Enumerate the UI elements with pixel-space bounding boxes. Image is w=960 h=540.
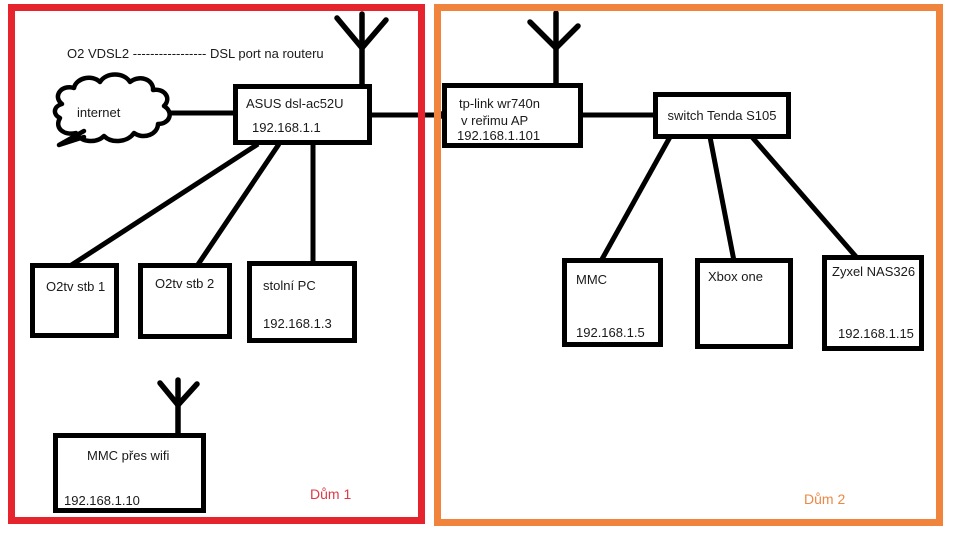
device-ip: 192.168.1.3 bbox=[263, 316, 332, 331]
node-asus-router: ASUS dsl-ac52U 192.168.1.1 bbox=[233, 84, 372, 145]
node-mmc: MMC 192.168.1.5 bbox=[562, 258, 663, 347]
device-name: switch Tenda S105 bbox=[667, 108, 777, 123]
device-ip: 192.168.1.101 bbox=[457, 128, 541, 143]
node-o2tv-stb1: O2tv stb 1 bbox=[30, 263, 119, 338]
link-switch-zyxel bbox=[750, 135, 860, 261]
house2-label: Dům 2 bbox=[804, 491, 846, 507]
device-name: Zyxel NAS326 bbox=[832, 264, 916, 279]
device-ip: 192.168.1.15 bbox=[838, 326, 914, 341]
device-name: tp-link wr740n bbox=[459, 96, 540, 111]
device-ip: 192.168.1.5 bbox=[576, 325, 645, 340]
link-switch-xbox bbox=[707, 136, 737, 262]
device-name: O2tv stb 1 bbox=[46, 279, 106, 294]
node-tplink-ap: tp-link wr740n v reřimu AP 192.168.1.101 bbox=[442, 83, 583, 148]
device-name: stolní PC bbox=[263, 278, 316, 293]
link-asus-o2tv2 bbox=[194, 142, 282, 268]
device-ip: 192.168.1.10 bbox=[64, 493, 140, 508]
node-desktop-pc: stolní PC 192.168.1.3 bbox=[247, 261, 357, 343]
device-name: MMC bbox=[576, 272, 608, 287]
device-name: ASUS dsl-ac52U bbox=[246, 96, 344, 111]
node-zyxel-nas: Zyxel NAS326 192.168.1.15 bbox=[822, 255, 924, 351]
link-asus-o2tv1 bbox=[68, 141, 260, 269]
device-mode: v reřimu AP bbox=[461, 113, 529, 128]
mmc-wifi-antenna-icon bbox=[157, 377, 200, 438]
asus-antenna-icon bbox=[334, 11, 389, 89]
tplink-antenna-icon bbox=[527, 10, 581, 88]
link-switch-mmc bbox=[598, 135, 673, 263]
device-name: MMC přes wifi bbox=[87, 448, 170, 463]
device-name: Xbox one bbox=[708, 269, 763, 284]
device-name: O2tv stb 2 bbox=[155, 276, 215, 291]
node-switch-tenda: switch Tenda S105 bbox=[653, 92, 791, 139]
house2-border bbox=[434, 4, 943, 526]
node-mmc-wifi: MMC přes wifi 192.168.1.10 bbox=[53, 433, 206, 513]
house1-label: Dům 1 bbox=[310, 486, 352, 502]
house1-border bbox=[8, 4, 425, 524]
node-xbox-one: Xbox one bbox=[695, 258, 793, 349]
internet-cloud-icon bbox=[52, 72, 172, 148]
device-ip: 192.168.1.1 bbox=[252, 120, 321, 135]
internet-cloud-label: internet bbox=[77, 105, 121, 120]
wan-connection-label: O2 VDSL2 ----------------- DSL port na r… bbox=[67, 46, 324, 61]
node-o2tv-stb2: O2tv stb 2 bbox=[138, 263, 232, 339]
